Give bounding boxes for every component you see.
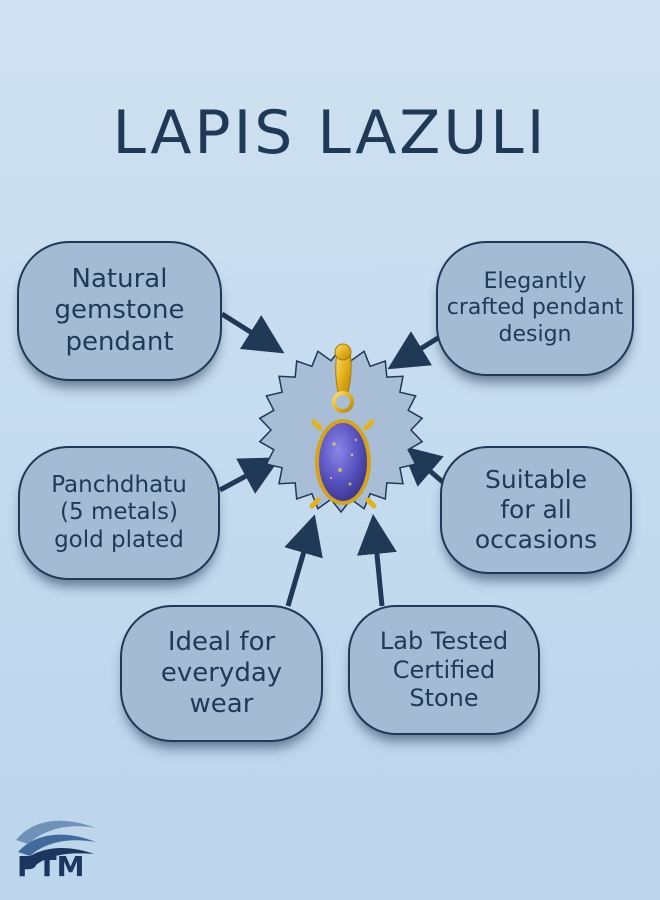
feature-elegant-design: Elegantly crafted pendant design	[436, 241, 634, 376]
feature-line: crafted pendant	[446, 295, 624, 321]
feature-line: wear	[189, 689, 254, 720]
feature-line: gemstone	[54, 295, 185, 326]
feature-line: gold plated	[54, 526, 184, 553]
arrow-lab	[357, 514, 397, 607]
brand-wave-logo-icon	[16, 820, 96, 868]
arrow-panchdhatu	[218, 457, 281, 494]
feature-line: Suitable	[485, 465, 587, 494]
feature-line: Panchdhatu	[51, 471, 187, 498]
feature-line: everyday	[160, 657, 283, 688]
arrow-elegant	[387, 331, 440, 370]
arrow-natural	[220, 311, 285, 354]
feature-suitable-occasions: Suitable for all occasions	[440, 446, 632, 574]
feature-line: design	[498, 321, 572, 347]
feature-line: for all	[500, 495, 572, 524]
pendant-image	[309, 343, 377, 509]
feature-panchdhatu: Panchdhatu (5 metals) gold plated	[18, 446, 220, 580]
arrow-suitable	[400, 445, 447, 487]
feature-line: Elegantly	[483, 268, 587, 294]
arrow-everyday	[284, 514, 323, 607]
page-title: LAPIS LAZULI	[112, 98, 548, 168]
feature-line: pendant	[65, 326, 174, 357]
feature-line: Stone	[409, 684, 479, 713]
feature-line: Natural	[71, 264, 168, 295]
connector-arrows	[218, 311, 447, 607]
feature-line: (5 metals)	[60, 499, 178, 526]
feature-everyday-wear: Ideal for everyday wear	[120, 605, 323, 742]
feature-line: Lab Tested	[379, 626, 509, 655]
feature-line: occasions	[474, 525, 598, 554]
brand-name: PTM	[17, 850, 85, 883]
feature-line: Certified	[392, 655, 496, 684]
feature-lab-tested: Lab Tested Certified Stone	[348, 605, 540, 735]
feature-line: Ideal for	[167, 626, 276, 657]
feature-natural-gemstone: Natural gemstone pendant	[17, 241, 222, 381]
